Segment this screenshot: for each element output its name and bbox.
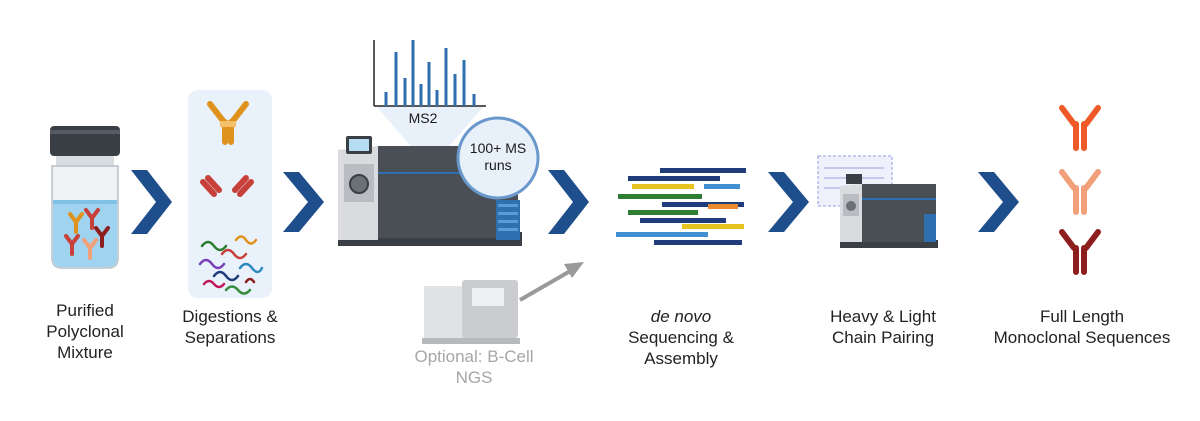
peptides-icon xyxy=(198,235,264,295)
step-denovo-italic: de novo xyxy=(650,307,712,326)
step-digestions-line-1: Digestions & xyxy=(182,307,278,326)
final-antibodies xyxy=(1059,105,1101,275)
mass-spectrometer-icon xyxy=(338,136,522,246)
ngs-arrow-icon xyxy=(519,262,584,302)
chevron-3-icon xyxy=(548,170,589,234)
pairing-instrument-icon xyxy=(817,155,938,248)
chevron-4-icon xyxy=(768,172,809,232)
step-purified-line-2: Polyclonal xyxy=(46,322,124,341)
step-fulllength-line-2: Monoclonal Sequences xyxy=(993,328,1171,347)
antibody-orange-icon xyxy=(1059,105,1101,151)
step-denovo-label: de novo Sequencing & Assembly xyxy=(616,306,746,369)
sample-vial-icon xyxy=(50,126,120,269)
chevron-1-icon xyxy=(131,170,172,234)
chevron-5-icon xyxy=(978,172,1019,232)
runs-badge-label: 100+ MS runs xyxy=(456,140,540,174)
runs-badge xyxy=(456,116,540,200)
step-fulllength-line-1: Full Length xyxy=(1039,307,1125,326)
step-purified-line-1: Purified xyxy=(56,301,114,320)
ms2-label: MS2 xyxy=(408,110,438,126)
antibody-peach-icon xyxy=(1059,169,1101,215)
step-pairing-line-1: Heavy & Light xyxy=(830,307,936,326)
step-purified-label: Purified Polyclonal Mixture xyxy=(30,300,140,363)
step-fulllength-label: Full Length Monoclonal Sequences xyxy=(984,306,1180,348)
chevron-2-icon xyxy=(283,172,324,232)
optional-line-1: Optional: B-Cell xyxy=(414,347,534,366)
step-digestions-line-2: Separations xyxy=(184,328,276,347)
fab-fragments-icon xyxy=(200,175,254,197)
runs-line-1: 100+ MS xyxy=(469,140,527,156)
vial-antibody-icons xyxy=(64,208,110,260)
runs-line-2: runs xyxy=(484,157,512,173)
optional-line-2: NGS xyxy=(455,368,493,387)
step-pairing-label: Heavy & Light Chain Pairing xyxy=(820,306,946,348)
sequence-reads xyxy=(616,168,746,245)
ms2-spectrum xyxy=(373,40,486,150)
ngs-instrument-icon xyxy=(422,280,520,344)
step-digestions-label: Digestions & Separations xyxy=(170,306,290,348)
step-denovo-line-1: Sequencing & xyxy=(628,328,734,347)
digestion-panel xyxy=(188,90,272,298)
step-pairing-line-2: Chain Pairing xyxy=(831,328,935,347)
step-denovo-line-2: Assembly xyxy=(644,349,718,368)
step-purified-line-3: Mixture xyxy=(57,343,113,362)
antibody-darkred-icon xyxy=(1059,229,1101,275)
optional-ngs-label: Optional: B-Cell NGS xyxy=(404,346,544,388)
